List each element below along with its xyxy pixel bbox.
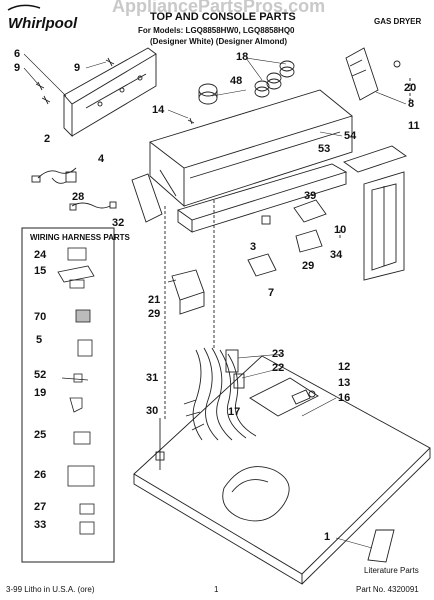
control-panel-rail-part (176, 163, 348, 233)
footer-print-info: 3-99 Litho in U.S.A. (ore) (6, 585, 95, 594)
callout-label: 20 (404, 82, 416, 94)
lint-screen-cover-part (343, 145, 407, 173)
callout-label: 11 (408, 120, 420, 132)
callout-label: 16 (338, 392, 350, 404)
literature-booklet-part (367, 529, 395, 563)
callout-label: 53 (318, 143, 330, 155)
callout-label: 22 (272, 362, 284, 374)
leader-dashed-lines (164, 78, 411, 420)
callout-label: 29 (148, 308, 160, 320)
callout-label: 2 (44, 133, 50, 145)
callout-label: 6 (14, 48, 20, 60)
console-part (149, 89, 353, 207)
callout-label: 23 (272, 348, 284, 360)
callout-label: 26 (34, 469, 46, 481)
callout-label: 32 (112, 217, 124, 229)
callout-label: 34 (330, 249, 343, 261)
callout-label: 13 (338, 377, 350, 389)
screw-parts (35, 57, 195, 125)
model-numbers: For Models: LGQ8858HW0, LGQ8858HQ0 (138, 26, 295, 35)
parts-line-art (31, 47, 431, 585)
callout-label: 19 (34, 387, 46, 399)
callout-label: 10 (334, 224, 346, 236)
callout-label: 12 (338, 361, 350, 373)
callout-label: 7 (268, 287, 274, 299)
callout-label: 17 (228, 406, 240, 418)
console-end-cap-part (345, 47, 401, 101)
callout-label: 25 (34, 429, 46, 441)
callout-label: 28 (72, 191, 84, 203)
timer-switch-part (167, 269, 205, 315)
wire-lead-parts (31, 167, 117, 211)
designer-colors: (Designer White) (Designer Almond) (150, 37, 287, 46)
clip-bracket-parts (247, 199, 327, 277)
harness-box-title: WIRING HARNESS PARTS (30, 233, 131, 242)
callout-label: 9 (74, 62, 80, 74)
wiring-harness-parts-box: WIRING HARNESS PARTS (21, 227, 131, 563)
lint-screen-housing-part (363, 171, 405, 281)
product-type: GAS DRYER (374, 17, 421, 26)
rear-console-bracket-part (63, 47, 157, 138)
callout-label: 48 (230, 75, 242, 87)
literature-parts-label: Literature Parts (364, 566, 419, 575)
callout-label: 70 (34, 311, 46, 323)
callout-label: 1 (324, 531, 330, 543)
callout-label: 9 (14, 62, 20, 74)
callout-label: 8 (408, 98, 414, 110)
dryer-top-part (133, 355, 431, 585)
brand-logo-text: Whirlpool (8, 15, 78, 32)
footer-page-number: 1 (214, 585, 219, 594)
control-knob-parts (198, 60, 295, 105)
callout-leader-lines (23, 53, 407, 549)
left-end-cap-part (131, 173, 163, 223)
callout-label: 15 (34, 265, 46, 277)
callout-label: 33 (34, 519, 46, 531)
whirlpool-logo: Whirlpool (7, 4, 78, 32)
callout-label: 39 (304, 190, 316, 202)
callout-label: 52 (34, 369, 46, 381)
footer-part-number: Part No. 4320091 (356, 585, 419, 594)
callout-label: 3 (250, 241, 256, 253)
main-wire-harness-part (183, 347, 257, 441)
callout-label: 29 (302, 260, 314, 272)
diagram-title: TOP AND CONSOLE PARTS (150, 11, 296, 23)
callout-label: 27 (34, 501, 46, 513)
watermark-text: AppliancePartsPros.com (112, 0, 325, 16)
callout-label: 18 (236, 51, 248, 63)
callout-label: 30 (146, 405, 158, 417)
callout-label: 54 (344, 130, 357, 142)
callout-label: 24 (34, 249, 47, 261)
callout-label: 21 (148, 294, 160, 306)
callout-label: 4 (98, 153, 105, 165)
callout-label: 31 (146, 372, 158, 384)
callout-label: 5 (36, 334, 42, 346)
callout-label: 14 (152, 104, 165, 116)
small-component-parts (155, 389, 316, 470)
